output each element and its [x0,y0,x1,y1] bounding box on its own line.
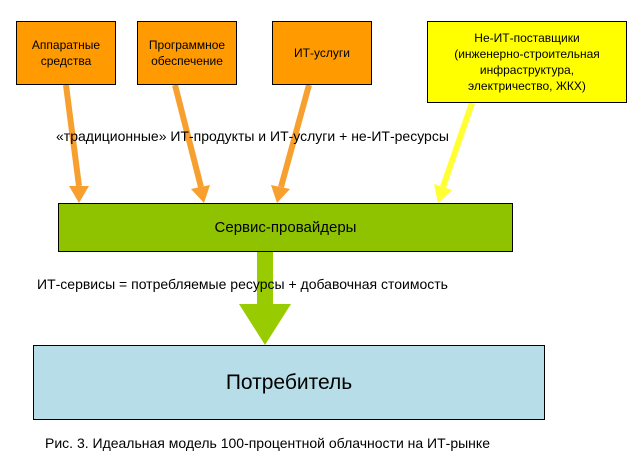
arrow-non-it-to-providers [434,102,475,203]
software-box: Программное обеспечение [137,21,237,85]
arrow-hardware-to-providers [63,84,89,203]
arrow-itservices-to-providers [271,84,312,203]
consumer-box: Потребитель [33,345,545,420]
service-providers-box: Сервис-провайдеры [58,203,513,252]
non-it-suppliers-box: Не-ИТ-поставщики (инженерно-строительная… [427,21,627,103]
arrow-software-to-providers [172,84,210,203]
it-services-box: ИТ-услуги [272,21,372,85]
hardware-box: Аппаратные средства [16,21,116,85]
it-services-formula-label: ИТ-сервисы = потребляемые ресурсы + доба… [37,276,448,292]
traditional-resources-label: «традиционные» ИТ-продукты и ИТ-услуги +… [56,128,449,144]
arrow-providers-to-consumer [239,252,291,345]
figure-caption: Рис. 3. Идеальная модель 100-процентной … [45,435,490,451]
